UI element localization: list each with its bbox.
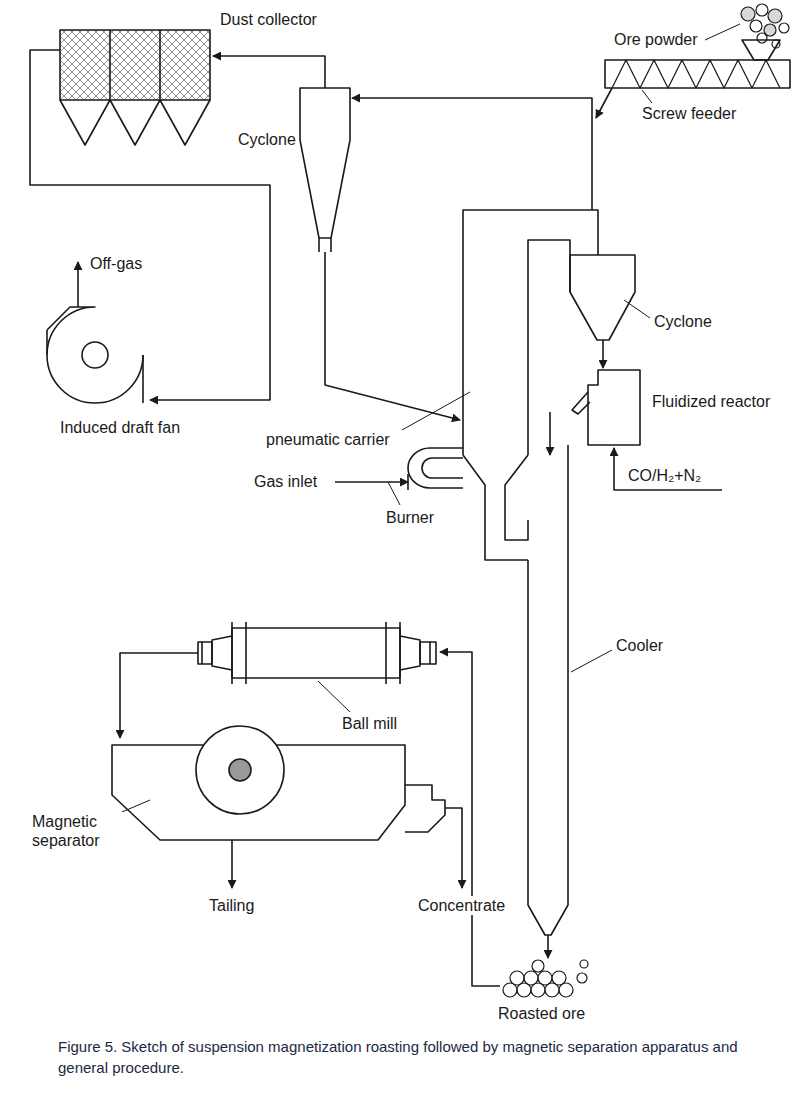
concentrate-line bbox=[445, 808, 462, 888]
equipment-label: Cooler bbox=[614, 636, 665, 655]
leader-line bbox=[402, 392, 470, 430]
solid-line bbox=[602, 350, 604, 368]
equipment-label: Cyclone bbox=[236, 130, 298, 149]
induced-draft-fan bbox=[47, 307, 143, 403]
equipment-label: Ball mill bbox=[340, 714, 399, 733]
feed-arrow bbox=[596, 88, 612, 118]
mill-outlet-line bbox=[120, 653, 198, 738]
equipment-label: Burner bbox=[384, 508, 436, 527]
tailing-arrow bbox=[231, 840, 233, 888]
gas-line bbox=[213, 56, 325, 88]
equipment-label: Dust collector bbox=[218, 10, 319, 29]
equipment-label: Fluidized reactor bbox=[650, 392, 772, 411]
riser-outlet-line bbox=[352, 98, 592, 210]
leader-line bbox=[642, 90, 652, 103]
gas-feed-line bbox=[614, 448, 722, 490]
ore-return-line bbox=[440, 652, 500, 986]
ball-mill bbox=[198, 622, 436, 684]
equipment-label: Off-gas bbox=[88, 254, 144, 273]
leader-line bbox=[388, 482, 400, 505]
return-line bbox=[325, 252, 460, 420]
overflow-arrow bbox=[549, 412, 551, 455]
magnetic-separator bbox=[112, 726, 445, 840]
equipment-label: Induced draft fan bbox=[58, 418, 182, 437]
leader-line bbox=[318, 681, 350, 712]
leader-line bbox=[571, 650, 612, 672]
leader-line bbox=[705, 24, 740, 40]
cooler bbox=[528, 255, 570, 935]
equipment-label: Tailing bbox=[207, 896, 256, 915]
leader-line bbox=[624, 300, 650, 318]
equipment-label: Ore powder bbox=[612, 30, 700, 49]
equipment-label: Gas inlet bbox=[252, 472, 319, 491]
suspension-riser bbox=[463, 210, 598, 560]
ore-particles bbox=[741, 4, 789, 48]
burner bbox=[408, 448, 463, 488]
gas-inlet-tick bbox=[407, 474, 409, 490]
gas-line bbox=[30, 50, 270, 400]
figure-caption: Figure 5. Sketch of suspension magnetiza… bbox=[58, 1036, 758, 1078]
fluidized-reactor bbox=[572, 370, 640, 445]
cyclone bbox=[570, 255, 635, 350]
equipment-label: Concentrate bbox=[416, 896, 507, 915]
off-gas-arrow bbox=[77, 262, 79, 307]
equipment-label: pneumatic carrier bbox=[264, 430, 392, 449]
equipment-label: Cyclone bbox=[652, 312, 714, 331]
roasted-ore-pile bbox=[503, 960, 588, 997]
equipment-label: Roasted ore bbox=[496, 1004, 587, 1023]
discharge-arrow bbox=[547, 935, 549, 958]
gas-inlet-line bbox=[335, 481, 408, 483]
cyclone bbox=[300, 88, 350, 252]
equipment-label: Screw feeder bbox=[640, 104, 738, 123]
equipment-label: CO/H₂+N₂ bbox=[626, 466, 703, 485]
equipment-label: Magnetic separator bbox=[30, 812, 124, 850]
dust-collector bbox=[60, 30, 210, 145]
